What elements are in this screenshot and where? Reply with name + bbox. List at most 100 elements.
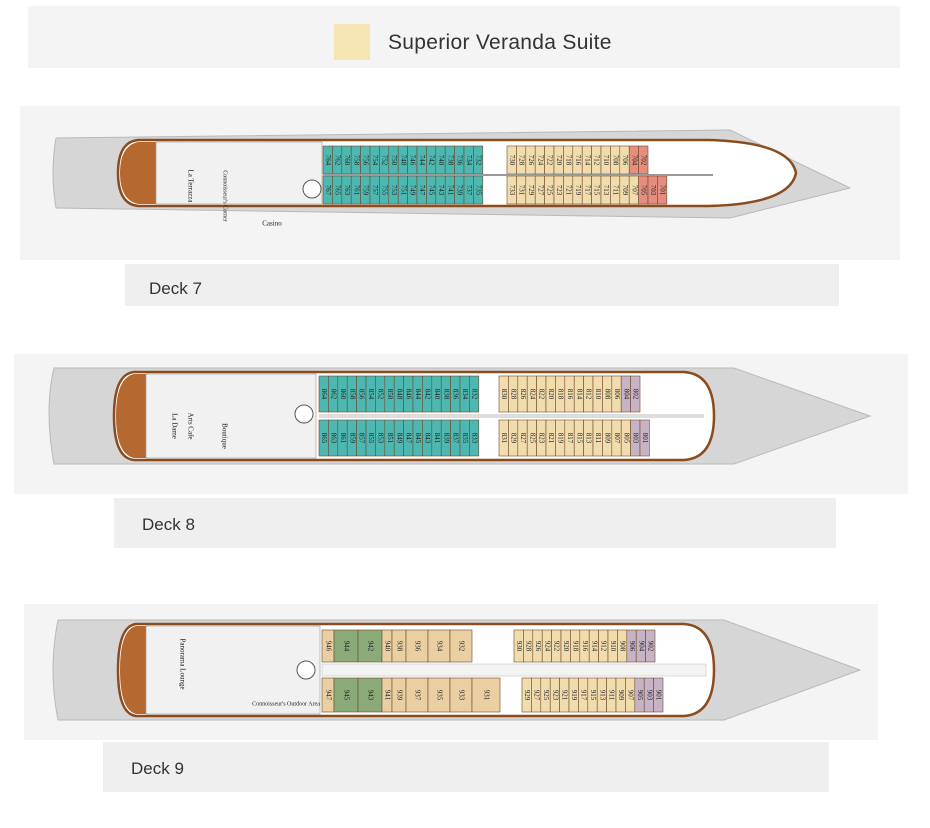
- deck-7-public-area: [155, 141, 323, 205]
- deck9-cabin-label-924: 924: [543, 641, 551, 652]
- deck8-cabin-801: [639, 419, 650, 457]
- deck7-cabin-label-708: 708: [611, 155, 619, 166]
- deck7-cabin-label-752: 752: [380, 155, 388, 166]
- deck-8-label-bar: Deck 8: [114, 498, 836, 548]
- deck8-cabin-label-841: 841: [433, 433, 441, 444]
- deck9-cabin-label-943: 943: [366, 690, 374, 701]
- deck8-cabin-label-801: 801: [641, 433, 649, 444]
- deck7-cabin-label-740: 740: [437, 155, 445, 166]
- deck8-cabin-label-811: 811: [594, 433, 602, 444]
- deck7-cabin-label-723: 723: [555, 185, 563, 196]
- deck7-cabin-label-722: 722: [546, 155, 554, 166]
- deck8-cabin-label-855: 855: [367, 433, 375, 444]
- deck9-cabin-label-946: 946: [324, 641, 332, 652]
- deck8-cabin-label-806: 806: [613, 389, 621, 400]
- deck7-cabin-label-732: 732: [474, 155, 482, 166]
- deck7-cabin-label-765: 765: [333, 185, 341, 196]
- deck9-cabin-label-931: 931: [482, 690, 490, 701]
- deck7-cabin-label-725: 725: [546, 185, 554, 196]
- deck7-cabin-label-702: 702: [640, 155, 648, 166]
- deck9-cabin-label-920: 920: [562, 641, 570, 652]
- deck8-cabin-label-849: 849: [395, 433, 403, 444]
- deck7-cabin-label-703: 703: [649, 185, 657, 196]
- deck7-cabin-label-764: 764: [324, 155, 332, 166]
- deck9-cabin-label-926: 926: [534, 641, 542, 652]
- deck8-cabin-label-852: 852: [376, 389, 384, 400]
- deck8-cabin-label-819: 819: [556, 433, 564, 444]
- deck8-cabin-label-837: 837: [452, 433, 460, 444]
- deck8-cabin-label-853: 853: [376, 433, 384, 444]
- deck9-cabin-label-918: 918: [571, 641, 579, 652]
- deck8-cabin-label-827: 827: [519, 433, 527, 444]
- deck7-cabin-label-753: 753: [390, 185, 398, 196]
- deck9-cabin-label-927: 927: [532, 690, 540, 701]
- deck7-cabin-label-746: 746: [409, 155, 417, 166]
- deck9-cabin-label-936: 936: [413, 641, 421, 652]
- deck9-cabin-label-910: 910: [609, 641, 617, 652]
- deck8-cabin-label-807: 807: [613, 433, 621, 444]
- deck-8-label-arts-cafe: Arts Cafe: [186, 412, 194, 439]
- deck9-cabin-945: [333, 677, 359, 713]
- deck9-cabin-label-928: 928: [524, 641, 532, 652]
- deck8-cabin-label-838: 838: [442, 389, 450, 400]
- deck8-cabin-802: [630, 375, 641, 413]
- deck8-cabin-label-813: 813: [585, 433, 593, 444]
- deck9-cabin-label-925: 925: [542, 690, 550, 701]
- deck-7-corridor: [323, 174, 713, 176]
- deck-9-emblem: [296, 660, 316, 680]
- deck8-cabin-label-812: 812: [585, 389, 593, 400]
- deck-9-label-bar: Deck 9: [103, 742, 829, 792]
- deck-7-emblem: [302, 179, 322, 199]
- deck7-cabin-label-717: 717: [583, 185, 591, 196]
- deck9-cabin-label-945: 945: [342, 690, 350, 701]
- deck7-cabin-label-718: 718: [564, 155, 572, 166]
- deck8-cabin-label-854: 854: [367, 389, 375, 400]
- deck7-cabin-label-719: 719: [574, 185, 582, 196]
- deck9-cabin-label-935: 935: [435, 690, 443, 701]
- deck7-cabin-label-706: 706: [621, 155, 629, 166]
- deck8-cabin-label-856: 856: [358, 389, 366, 400]
- deck7-cabin-label-710: 710: [602, 155, 610, 166]
- deck-9-label: Deck 9: [131, 759, 184, 778]
- deck9-cabin-label-929: 929: [523, 690, 531, 701]
- deck8-cabin-label-802: 802: [632, 389, 640, 400]
- deck-8-label-la-dame: La Dame: [170, 413, 178, 439]
- deck9-cabin-label-921: 921: [561, 690, 569, 701]
- deck7-cabin-label-747: 747: [418, 185, 426, 196]
- deck8-cabin-label-835: 835: [461, 433, 469, 444]
- deck8-cabin-label-805: 805: [622, 433, 630, 444]
- deck8-cabin-label-845: 845: [414, 433, 422, 444]
- deck8-cabin-label-804: 804: [622, 389, 630, 400]
- deck7-cabin-label-749: 749: [409, 185, 417, 196]
- deck9-cabin-label-937: 937: [413, 690, 421, 701]
- deck9-cabin-label-923: 923: [551, 690, 559, 701]
- deck8-cabin-label-836: 836: [452, 389, 460, 400]
- deck8-cabin-label-823: 823: [538, 433, 546, 444]
- deck8-cabin-label-825: 825: [528, 433, 536, 444]
- deck9-cabin-label-909: 909: [617, 690, 625, 701]
- deck9-cabin-label-930: 930: [515, 641, 523, 652]
- deck8-cabin-label-860: 860: [339, 389, 347, 400]
- deck9-cabin-label-902: 902: [647, 641, 655, 652]
- deck9-cabin-942: [357, 629, 383, 663]
- deck7-cabin-label-763: 763: [343, 185, 351, 196]
- deck9-cabin-label-905: 905: [636, 690, 644, 701]
- deck9-cabin-label-915: 915: [589, 690, 597, 701]
- deck8-cabin-label-834: 834: [461, 389, 469, 400]
- deck9-cabin-label-947: 947: [324, 690, 332, 701]
- deck7-cabin-label-762: 762: [333, 155, 341, 166]
- deck9-cabin-label-912: 912: [600, 641, 608, 652]
- deck9-cabin-label-911: 911: [608, 690, 616, 701]
- deck-7-label-la-terrazza: La Terrazza: [186, 170, 194, 204]
- deck7-cabin-label-709: 709: [621, 185, 629, 196]
- deck9-cabin-label-942: 942: [366, 641, 374, 652]
- deck7-cabin-label-760: 760: [343, 155, 351, 166]
- deck7-cabin-label-742: 742: [427, 155, 435, 166]
- deck9-cabin-901: [653, 677, 664, 713]
- deck8-cabin-label-814: 814: [575, 389, 583, 400]
- deck7-cabin-label-721: 721: [564, 185, 572, 196]
- deck9-cabin-label-934: 934: [435, 641, 443, 652]
